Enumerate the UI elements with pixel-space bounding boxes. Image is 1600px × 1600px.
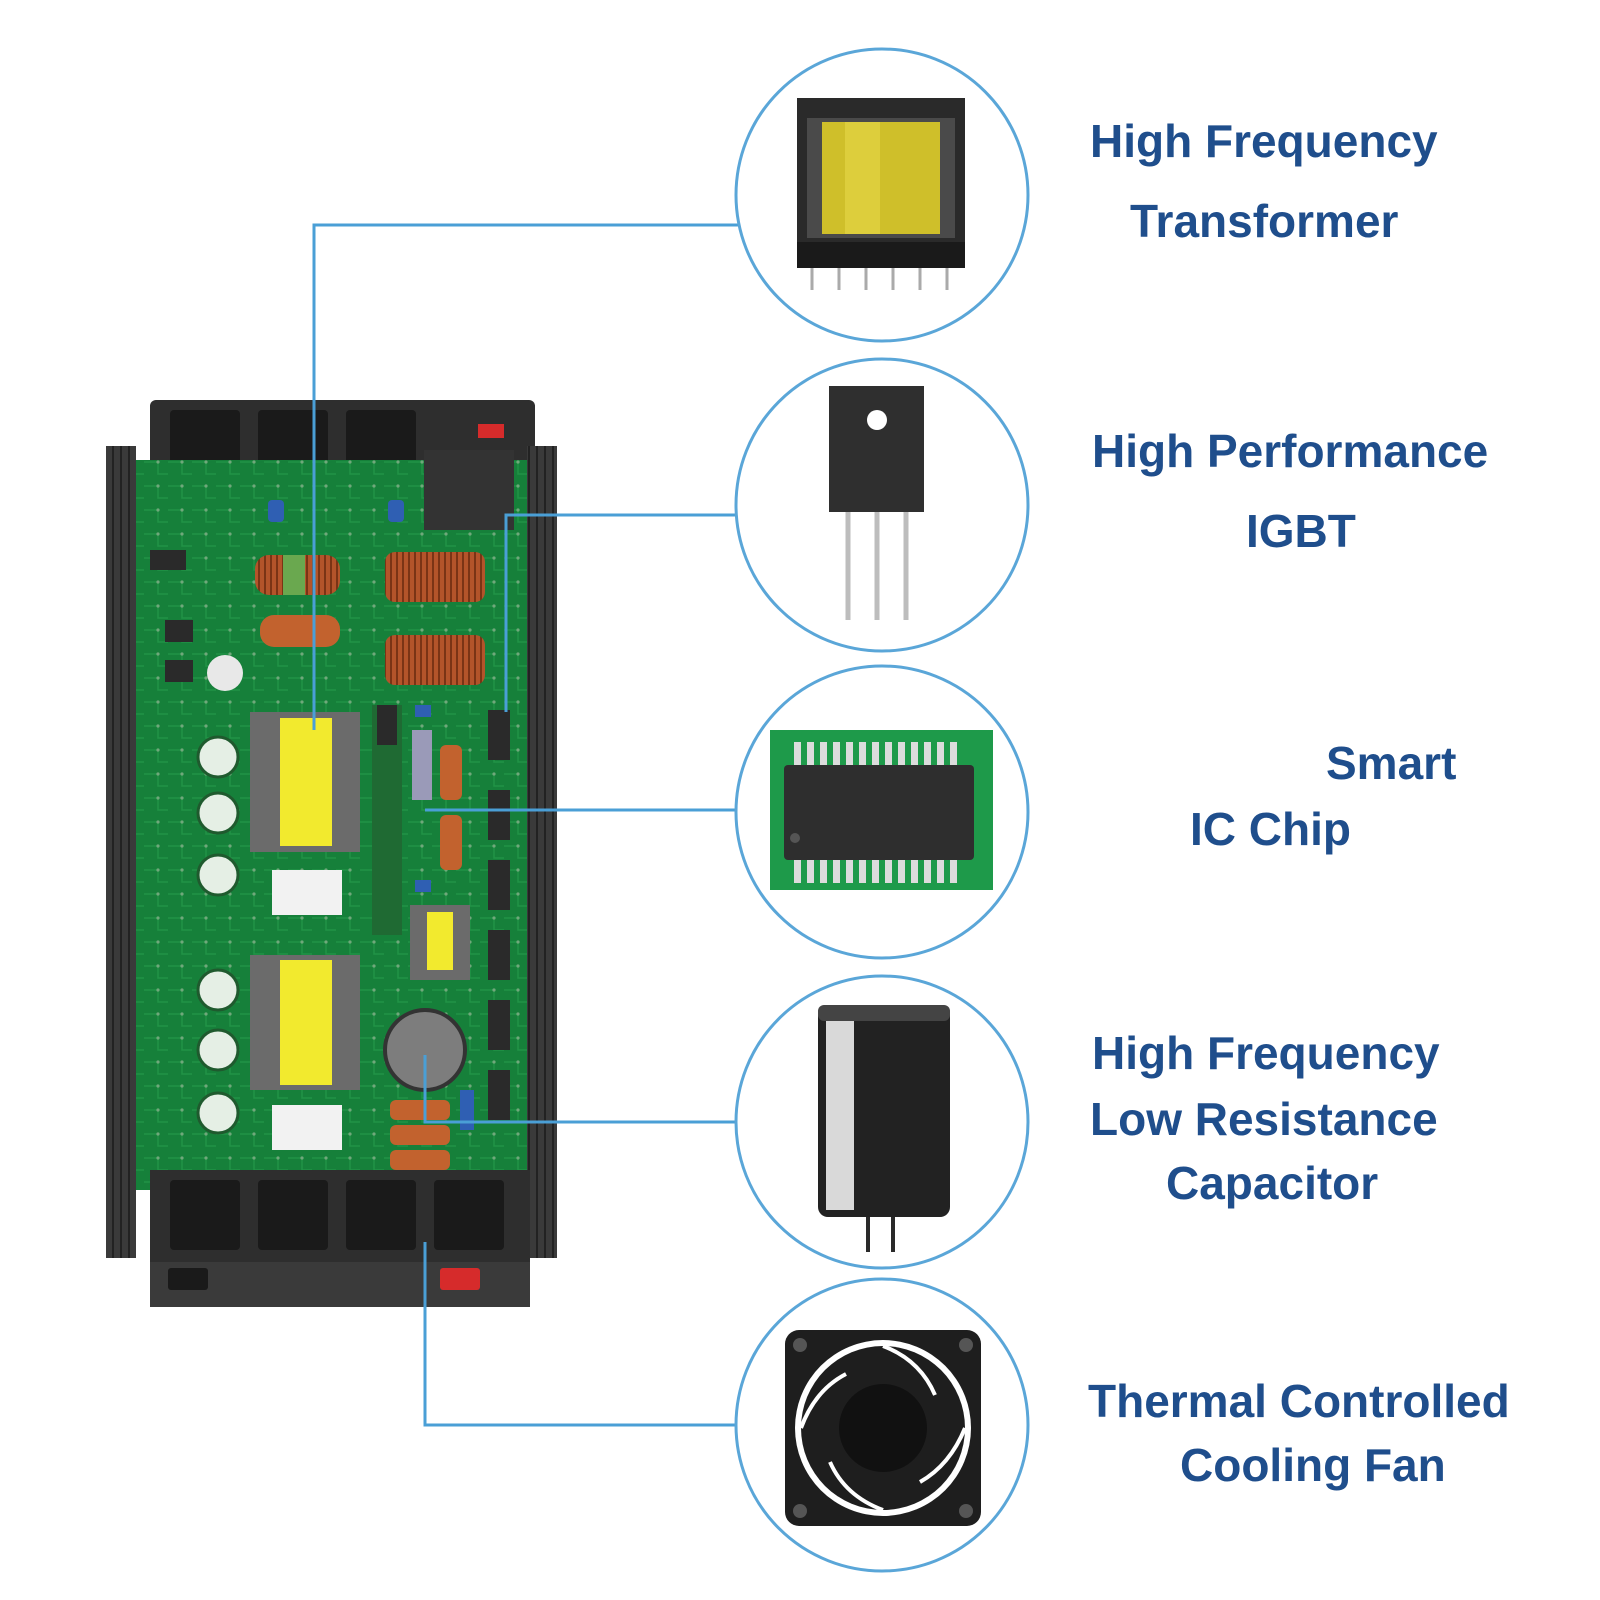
negative-terminal bbox=[168, 1268, 208, 1290]
label-capacitor-line3: Capacitor bbox=[1166, 1157, 1379, 1209]
ic-chip-icon bbox=[770, 730, 993, 890]
label-capacitor-line2: Low Resistance bbox=[1090, 1093, 1438, 1145]
choke-3 bbox=[385, 635, 485, 685]
cooling-fan-icon bbox=[785, 1330, 981, 1526]
label-capacitor-line1: High Frequency bbox=[1092, 1027, 1440, 1079]
positive-terminal bbox=[440, 1268, 480, 1290]
inverter-board bbox=[106, 400, 557, 1307]
label-transformer-line2: Transformer bbox=[1130, 195, 1399, 247]
label-fan-line1: Thermal Controlled bbox=[1088, 1375, 1510, 1427]
igbt-icon bbox=[829, 386, 924, 620]
left-capacitors bbox=[196, 735, 240, 1135]
label-transformer-line1: High Frequency bbox=[1090, 115, 1438, 167]
label-fan-line2: Cooling Fan bbox=[1180, 1439, 1446, 1491]
callout-line-transformer bbox=[312, 223, 738, 730]
left-rail bbox=[106, 446, 136, 1258]
capacitor-icon bbox=[818, 1005, 950, 1252]
callout-line-igbt bbox=[504, 513, 738, 712]
board-transformer-1 bbox=[250, 712, 360, 852]
board-transformer-2 bbox=[250, 955, 360, 1090]
label-igbt-line1: High Performance bbox=[1092, 425, 1489, 477]
label-ic-chip-line1: Smart bbox=[1326, 737, 1457, 789]
transformer-icon bbox=[797, 98, 965, 290]
choke-2 bbox=[385, 552, 485, 602]
callout-lines bbox=[312, 223, 738, 1427]
top-red-terminal bbox=[478, 424, 504, 438]
callout-line-capacitor bbox=[423, 1055, 738, 1124]
callout-line-fan bbox=[423, 1242, 738, 1427]
label-igbt-line2: IGBT bbox=[1246, 505, 1356, 557]
label-ic-chip-line2: IC Chip bbox=[1190, 803, 1351, 855]
right-rail bbox=[527, 446, 557, 1258]
board-small-transformer bbox=[410, 905, 470, 980]
